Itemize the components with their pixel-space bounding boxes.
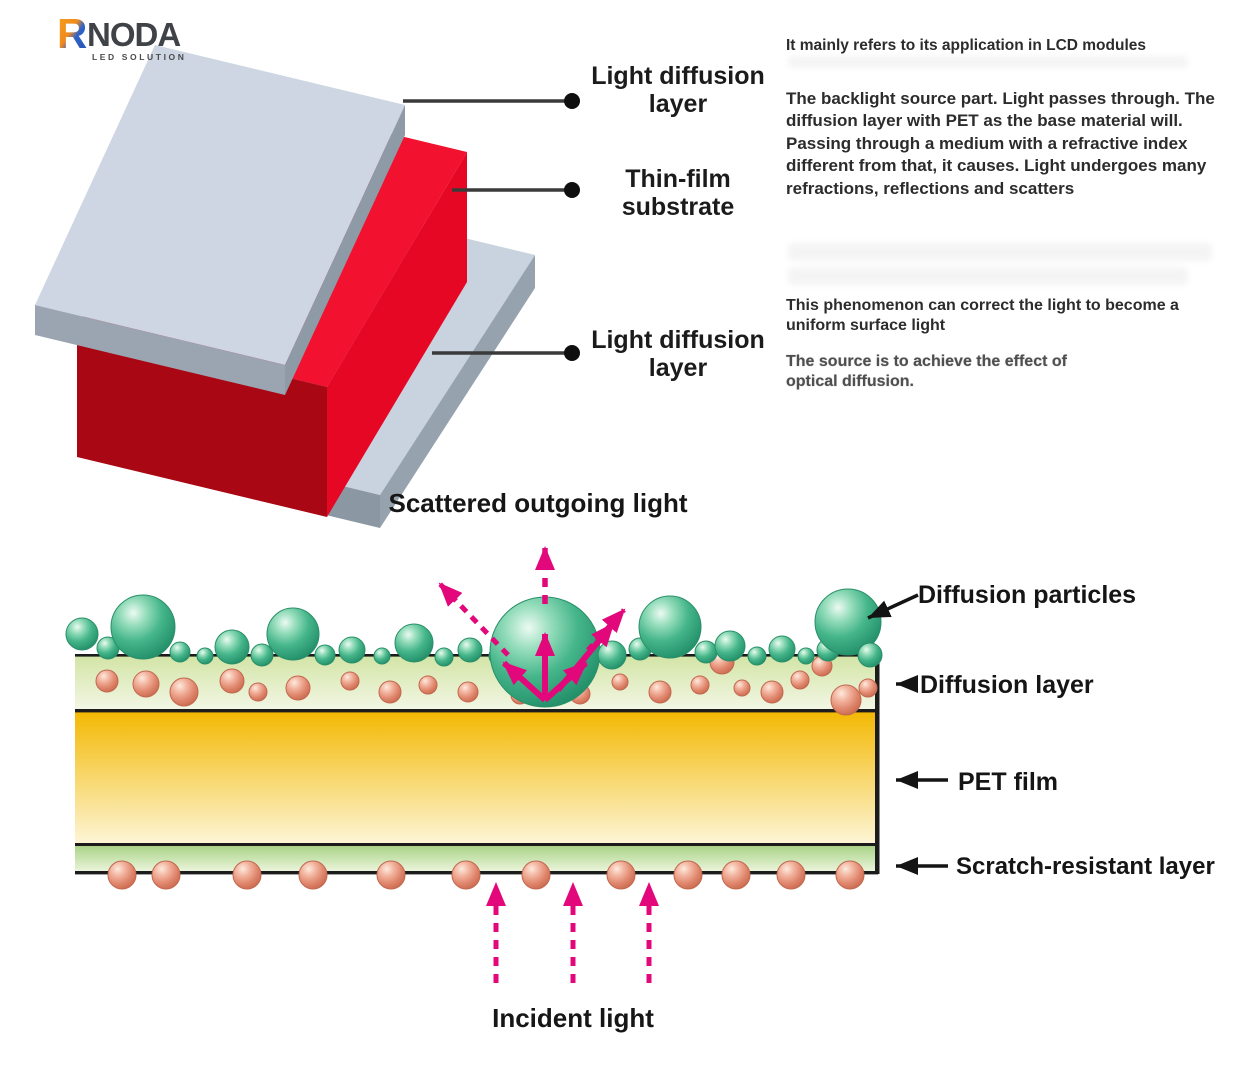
description-source: The source is to achieve the effect of o… — [786, 353, 1067, 390]
label-light-diffusion-bottom: Light diffusion layer — [591, 326, 765, 382]
stack-3d — [35, 45, 535, 528]
label-pet-film: PET film — [958, 768, 1059, 796]
particles-arrow — [867, 593, 919, 620]
leader-dot-top — [564, 93, 580, 109]
scatter-arrows — [438, 546, 626, 703]
top-slab-top-face — [35, 45, 405, 365]
pet-bottom-line — [75, 843, 878, 847]
incident-arrows — [486, 882, 659, 983]
label-scratch-resistant: Scratch-resistant layer — [956, 853, 1215, 880]
pet-film-region — [75, 711, 878, 845]
logo-initial: R — [57, 10, 87, 57]
pet-top-line — [75, 709, 878, 713]
logo: R NODA LED SOLUTION — [57, 10, 186, 62]
scatter-arrow-left-solid — [501, 660, 548, 703]
bottom-slab-right-face — [380, 255, 535, 528]
label-diffusion-layer: Diffusion layer — [920, 671, 1094, 699]
description-body: The backlight source part. Light passes … — [786, 89, 1215, 198]
label-diffusion-particles: Diffusion particles — [918, 581, 1137, 609]
scattered-light-title: Scattered outgoing light — [388, 488, 688, 518]
top-slab-front-face — [35, 305, 285, 395]
salmon-particles-scratch — [107, 860, 865, 890]
description-phenomenon: This phenomenon can correct the light to… — [786, 297, 1179, 334]
scatter-arrow-upright-solid — [555, 622, 616, 692]
leader-dot-bottom — [564, 345, 580, 361]
scatter-arrow-upright-dashed — [586, 608, 626, 652]
film-cross-section — [75, 648, 880, 875]
substrate-right-face — [327, 152, 467, 517]
ghost-text-artifact — [788, 267, 1188, 285]
description-intro: It mainly refers to its application in L… — [786, 37, 1147, 54]
ghost-text-artifact — [788, 56, 1188, 68]
label-arrows — [867, 593, 948, 875]
top-slab-right-face — [285, 105, 405, 395]
ghost-text-artifact — [788, 243, 1212, 261]
incident-light-label: Incident light — [492, 1003, 654, 1033]
logo-tagline: LED SOLUTION — [92, 52, 186, 62]
label-thin-film-substrate: Thin-film substrate — [621, 165, 735, 221]
stack-right-edge — [875, 648, 880, 874]
logo-brand: NODA — [87, 16, 180, 53]
leader-lines — [403, 93, 580, 361]
leader-dot-middle — [564, 182, 580, 198]
scatter-arrow-upleft-dashed — [438, 582, 510, 657]
label-light-diffusion-top: Light diffusion layer — [591, 62, 765, 118]
